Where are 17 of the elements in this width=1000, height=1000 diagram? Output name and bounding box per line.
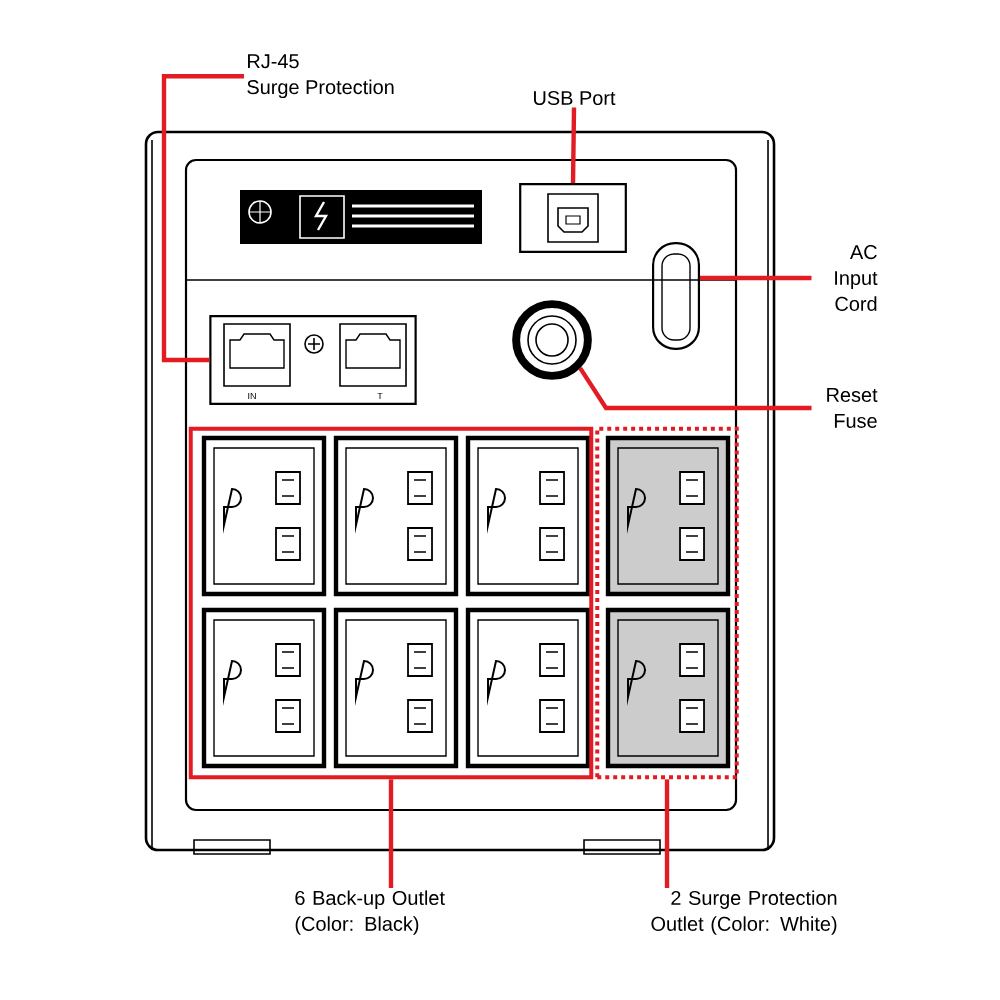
leader-line — [700, 275, 812, 281]
outlet-group-outline — [188, 426, 594, 780]
outlet-group-outline — [595, 426, 739, 780]
leader-line — [161, 74, 244, 363]
callout-label: 6 Back-up Outlet (Color: Black) — [295, 890, 445, 935]
usb-port — [519, 183, 627, 253]
power-cord-plug — [652, 242, 701, 350]
leader-line — [388, 779, 394, 888]
leader-line — [570, 107, 577, 184]
callout-label: Reset Fuse — [827, 388, 878, 428]
callout-label: RJ-45 Surge Protection — [247, 54, 394, 99]
leader-line — [578, 367, 812, 411]
reset-fuse — [512, 300, 592, 380]
leader-line — [664, 779, 670, 888]
callout-label: 2 Surge Protection Outlet (Color: White) — [651, 890, 837, 935]
callout-label: USB Port — [534, 90, 616, 106]
callout-label: AC Input Cord — [835, 245, 878, 311]
